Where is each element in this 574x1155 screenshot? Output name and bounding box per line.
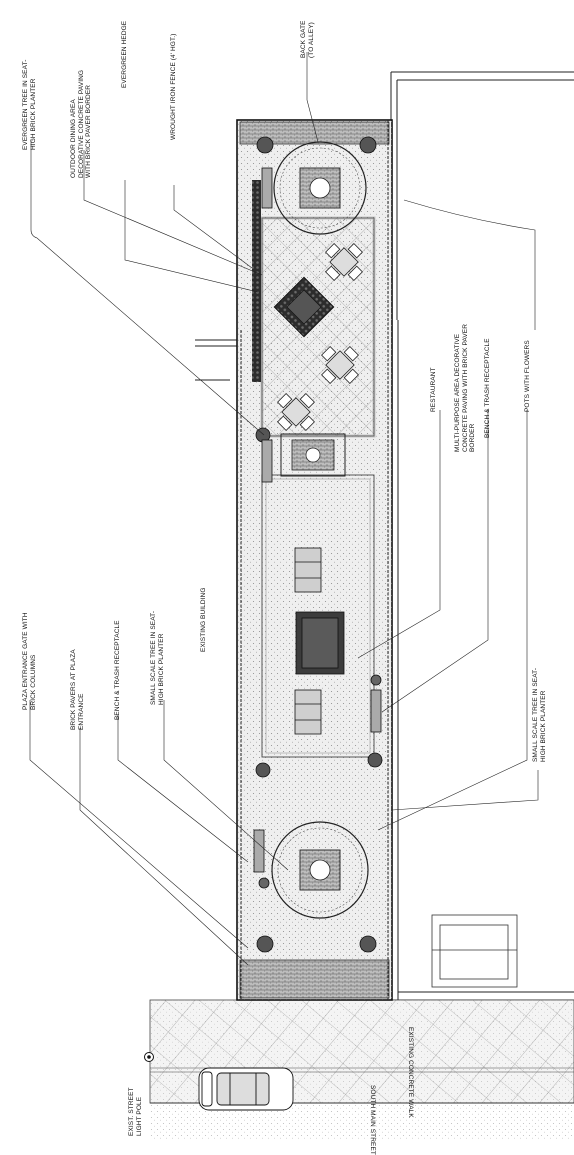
leader-lines [29, 52, 539, 966]
small-tree-planter-front [271, 821, 369, 919]
evergreen-tree-planter [273, 141, 367, 235]
entrance-brick-pavers [239, 959, 390, 999]
label-small-tree-right: SMALL SCALE TREE IN SEAT- HIGH BRICK PLA… [532, 667, 547, 762]
label-plaza-entrance-gate: PLAZA ENTRANCE GATE WITH BRICK COLUMNS [22, 612, 37, 710]
street-light-pole-symbol [144, 1052, 154, 1062]
label-pots-with-flowers: POTS WITH FLOWERS [524, 340, 531, 412]
label-evergreen-tree-planter: EVERGREEN TREE IN SEAT- HIGH BRICK PLANT… [22, 59, 37, 150]
bench-right [370, 689, 382, 733]
label-evergreen-hedge: EVERGREEN HEDGE [121, 20, 128, 88]
back-gate-pavers [239, 121, 390, 145]
label-wrought-iron-fence: WROUGHT IRON FENCE (4' HGT.) [170, 33, 177, 140]
bench-top [261, 167, 273, 209]
bench-middle [261, 439, 273, 483]
label-existing-building: EXISTING BUILDING [200, 587, 207, 652]
small-tree-planter-middle [280, 433, 346, 477]
trash-receptacle-right [370, 674, 382, 686]
label-brick-pavers-entrance: BRICK PAVERS AT PLAZA ENTRANCE [70, 649, 85, 730]
outbuilding [431, 914, 518, 988]
multi-purpose-features [294, 547, 345, 735]
trash-receptacle-left [258, 877, 270, 889]
dining-tables [277, 243, 363, 431]
label-bench-trash-right: BENCH & TRASH RECEPTACLE [484, 338, 491, 438]
wrought-iron-fence [240, 120, 389, 1000]
evergreen-hedge [252, 180, 261, 382]
label-restaurant: RESTAURANT [430, 367, 437, 412]
hedge-diamond-planter [273, 276, 335, 338]
multi-purpose-paving [261, 474, 375, 758]
label-street-light-pole: EXIST. STREET LIGHT POLE [128, 1087, 143, 1136]
label-small-tree-left: SMALL SCALE TREE IN SEAT- HIGH BRICK PLA… [150, 610, 165, 705]
label-south-main-street: SOUTH MAIN STREET [369, 1085, 376, 1155]
parked-car-symbol [198, 1067, 294, 1111]
bench-left [253, 829, 265, 873]
label-multi-purpose-area: MULTI-PURPOSE AREA DECORATIVE CONCRETE P… [454, 323, 476, 452]
label-outdoor-dining-area: OUTDOOR DINING AREA DECORATIVE CONCRETE … [70, 69, 92, 178]
label-back-gate: BACK GATE (TO ALLEY) [300, 20, 315, 58]
pots-entrance [256, 935, 377, 953]
label-existing-concrete-walk: EXISTING CONCRETE WALK [407, 1027, 414, 1118]
label-bench-trash-left: BENCH & TRASH RECEPTACLE [114, 620, 121, 720]
pots-top [255, 136, 383, 778]
